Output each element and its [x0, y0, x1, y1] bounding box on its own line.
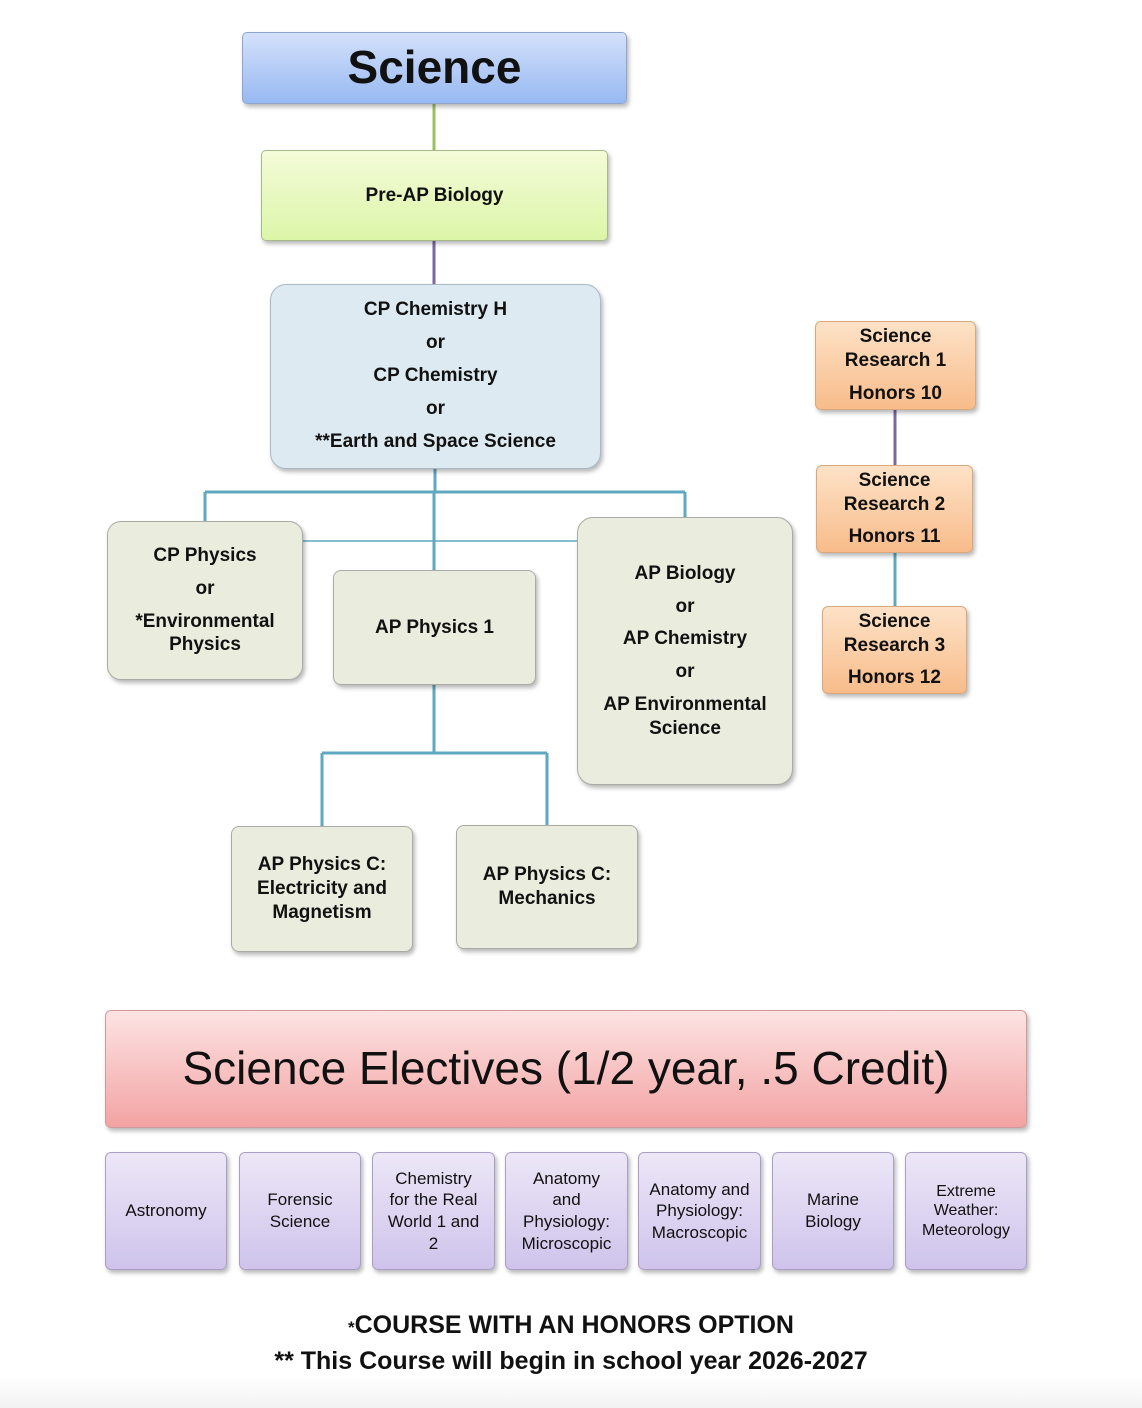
environmental-physics-label: *Environmental Physics — [135, 610, 275, 656]
ap-physics-1-box: AP Physics 1 — [333, 570, 536, 685]
electives-title: Science Electives (1/2 year, .5 Credit) — [182, 1042, 950, 1095]
or-label: or — [675, 661, 695, 682]
science-research-2-box: Science Research 2 Honors 11 — [816, 465, 973, 553]
elective-label: Anatomy and Physiology: Microscopic — [521, 1168, 612, 1253]
ap-chemistry-label: AP Chemistry — [622, 628, 748, 650]
ap-physics-c-mech-label: AP Physics C: Mechanics — [482, 864, 612, 909]
research-line: Science — [859, 326, 932, 348]
or-label: or — [426, 332, 445, 354]
elective-chemistry-real-world: Chemistry for the Real World 1 and 2 — [372, 1152, 495, 1270]
connector-ap-physics-branches — [320, 685, 549, 826]
research-line: Research 3 — [843, 634, 946, 656]
chemistry-options-box: CP Chemistry H or CP Chemistry or **Eart… — [270, 284, 601, 469]
ap-physics-1-label: AP Physics 1 — [374, 616, 494, 638]
cp-physics-box: CP Physics or *Environmental Physics — [107, 521, 303, 680]
or-label: or — [426, 397, 445, 419]
new-course-note: ** This Course will begin in school year… — [0, 1347, 1142, 1376]
elective-label: Marine Biology — [805, 1190, 861, 1231]
ap-sciences-box: AP Biology or AP Chemistry or AP Environ… — [577, 517, 793, 785]
elective-forensic-science: Forensic Science — [239, 1152, 361, 1270]
new-course-note-text: ** This Course will begin in school year… — [274, 1347, 868, 1375]
ap-physics-c-em-label: AP Physics C: Electricity and Magnetism — [257, 854, 387, 923]
research-line: Science — [858, 610, 931, 632]
elective-extreme-weather: Extreme Weather: Meteorology — [905, 1152, 1027, 1270]
science-title-box: Science — [242, 32, 627, 104]
ap-biology-label: AP Biology — [634, 562, 736, 584]
honors-star: * — [348, 1318, 355, 1337]
ap-physics-c-mech-box: AP Physics C: Mechanics — [456, 825, 638, 949]
connector-chemistry-branches — [203, 469, 687, 570]
cp-physics-label: CP Physics — [153, 545, 257, 566]
elective-anatomy-microscopic: Anatomy and Physiology: Microscopic — [505, 1152, 628, 1270]
elective-marine-biology: Marine Biology — [772, 1152, 894, 1270]
chemistry-option: CP Chemistry H — [363, 299, 508, 321]
elective-label: Anatomy and Physiology: Macroscopic — [649, 1179, 750, 1242]
science-research-1-box: Science Research 1 Honors 10 — [815, 321, 976, 410]
science-research-3-box: Science Research 3 Honors 12 — [822, 606, 967, 694]
ap-physics-c-em-box: AP Physics C: Electricity and Magnetism — [231, 826, 413, 952]
science-electives-header: Science Electives (1/2 year, .5 Credit) — [105, 1010, 1027, 1128]
research-line: Science — [858, 469, 931, 491]
elective-anatomy-macroscopic: Anatomy and Physiology: Macroscopic — [638, 1152, 761, 1270]
elective-label: Astronomy — [125, 1201, 207, 1221]
honors-note-text: COURSE WITH AN HONORS OPTION — [354, 1311, 794, 1339]
elective-label: Chemistry for the Real World 1 and 2 — [387, 1168, 480, 1253]
footer-shade — [0, 1378, 1142, 1408]
ap-environmental-science-label: AP Environmental Science — [603, 693, 767, 739]
science-title: Science — [347, 41, 522, 94]
elective-label: Extreme Weather: Meteorology — [921, 1183, 1011, 1239]
research-line: Research 2 — [843, 493, 946, 515]
elective-label: Forensic Science — [267, 1190, 333, 1231]
research-line: Honors 10 — [849, 382, 942, 404]
pre-ap-biology-label: Pre-AP Biology — [365, 184, 504, 206]
pre-ap-biology-box: Pre-AP Biology — [261, 150, 608, 241]
chemistry-option: CP Chemistry — [373, 365, 498, 387]
honors-option-note: *COURSE WITH AN HONORS OPTION — [0, 1311, 1142, 1340]
elective-astronomy: Astronomy — [105, 1152, 227, 1270]
chemistry-option: **Earth and Space Science — [315, 430, 556, 452]
or-label: or — [675, 595, 695, 617]
research-line: Honors 12 — [848, 667, 941, 689]
or-label: or — [195, 577, 215, 599]
research-line: Research 1 — [844, 350, 947, 372]
research-line: Honors 11 — [848, 526, 941, 548]
